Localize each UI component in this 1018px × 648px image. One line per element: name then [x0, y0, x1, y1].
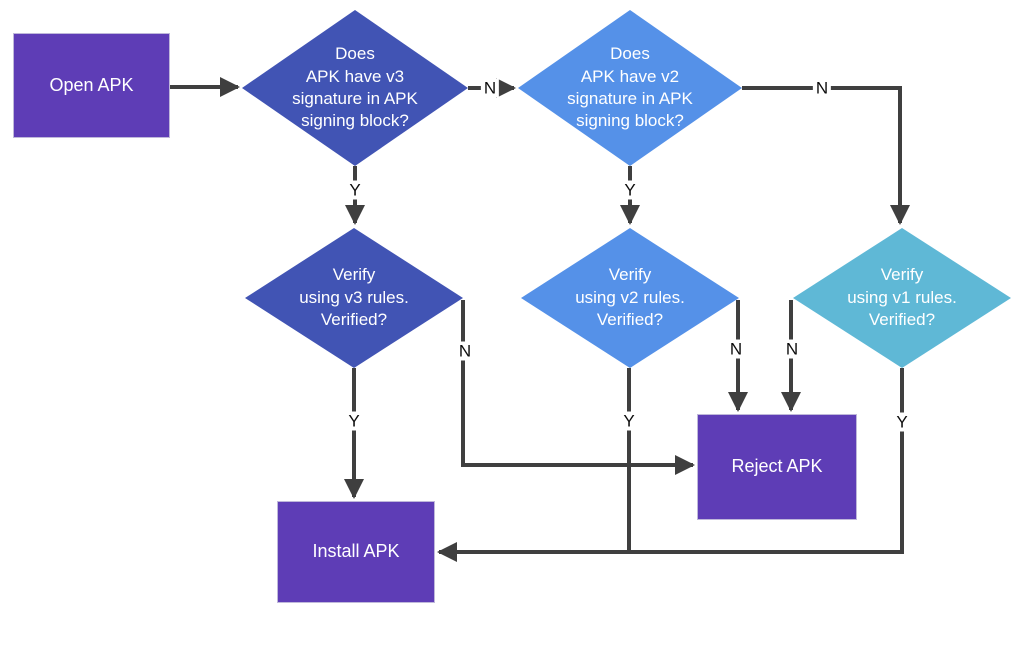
node-install-apk: Install APK — [277, 501, 435, 603]
node-open-apk-label: Open APK — [49, 74, 134, 95]
edge-label-check-v3-yes: Y — [346, 180, 364, 200]
edge-label-verify-v2-yes: Y — [620, 411, 638, 431]
node-install-apk-label: Install APK — [312, 541, 400, 562]
edge-label-verify-v3-yes: Y — [345, 411, 363, 431]
edge-check-v2-no-to-verify-v1 — [742, 86, 910, 225]
edge-label-verify-v2-no: N — [726, 339, 746, 359]
node-check-v3-label: Does APK have v3 signature in APK signin… — [292, 44, 418, 131]
edge-label-check-v3-no: N — [480, 78, 500, 98]
node-check-v2-label: Does APK have v2 signature in APK signin… — [567, 44, 693, 131]
node-verify-v2-label: Verify using v2 rules. Verified? — [575, 265, 685, 330]
edge-label-verify-v1-yes: Y — [893, 412, 911, 432]
edge-label-verify-v3-no: N — [455, 341, 475, 361]
node-verify-v3-label: Verify using v3 rules. Verified? — [299, 265, 409, 330]
node-open-apk: Open APK — [13, 33, 170, 138]
edge-label-verify-v1-no: N — [782, 339, 802, 359]
node-reject-apk: Reject APK — [697, 414, 857, 520]
edge-label-check-v2-no: N — [812, 78, 832, 98]
node-reject-apk-label: Reject APK — [731, 456, 823, 477]
node-verify-v1-label: Verify using v1 rules. Verified? — [847, 265, 957, 330]
edge-label-check-v2-yes: Y — [621, 180, 639, 200]
